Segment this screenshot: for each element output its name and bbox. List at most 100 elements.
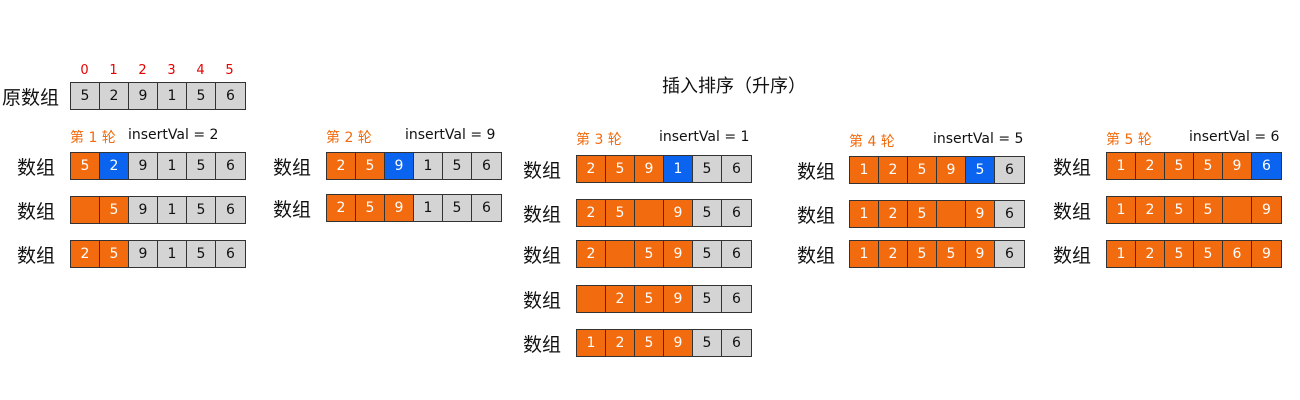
array-row-label: 数组 xyxy=(1053,201,1092,223)
array-cell: 2 xyxy=(606,330,635,356)
array-cell xyxy=(71,197,100,223)
array-cell: 9 xyxy=(664,330,693,356)
array-row-label: 数组 xyxy=(17,201,56,223)
array-row-label: 数组 xyxy=(17,245,56,267)
array-cell: 6 xyxy=(722,200,751,226)
array-cell: 2 xyxy=(879,201,908,227)
array-cell: 1 xyxy=(1107,197,1136,223)
round-label: 第 4 轮 xyxy=(849,134,895,150)
array-cell: 1 xyxy=(158,83,187,109)
array-cell: 5 xyxy=(187,153,216,179)
array-cell: 5 xyxy=(100,197,129,223)
diagram-title: 插入排序（升序） xyxy=(662,76,806,97)
array-cell: 1 xyxy=(1107,153,1136,179)
array-cell: 5 xyxy=(908,241,937,267)
array-cell: 9 xyxy=(385,195,414,221)
array-cell: 5 xyxy=(1194,241,1223,267)
array-cell: 2 xyxy=(879,157,908,183)
array-cell: 1 xyxy=(158,153,187,179)
array-cell: 9 xyxy=(635,156,664,182)
array-row-label: 数组 xyxy=(523,334,562,356)
array-cell: 9 xyxy=(129,241,158,267)
round-label: 第 3 轮 xyxy=(576,132,622,148)
array-cell: 5 xyxy=(71,83,100,109)
array-cell: 9 xyxy=(1252,241,1281,267)
array-cell: 9 xyxy=(966,201,995,227)
array-cell: 6 xyxy=(1223,241,1252,267)
array-cell: 5 xyxy=(443,195,472,221)
array-cell: 6 xyxy=(1252,153,1281,179)
array-cell: 2 xyxy=(606,286,635,312)
array-cell: 5 xyxy=(635,241,664,267)
insert-val-label: insertVal = 6 xyxy=(1189,129,1280,145)
array-cell: 6 xyxy=(722,330,751,356)
array-cell: 6 xyxy=(722,286,751,312)
array-cell: 1 xyxy=(577,330,606,356)
array-cell: 5 xyxy=(606,156,635,182)
array-cell: 1 xyxy=(158,241,187,267)
array-cell: 1 xyxy=(850,201,879,227)
array-cell: 2 xyxy=(577,156,606,182)
array-cell: 5 xyxy=(606,200,635,226)
array-cell xyxy=(606,241,635,267)
array-cell: 6 xyxy=(472,153,501,179)
array-cell: 9 xyxy=(937,157,966,183)
array-cell: 5 xyxy=(187,83,216,109)
array-cell: 2 xyxy=(100,83,129,109)
insert-val-label: insertVal = 9 xyxy=(405,127,496,143)
insert-val-label: insertVal = 1 xyxy=(659,129,750,145)
array-cell: 9 xyxy=(129,153,158,179)
array-row-label: 数组 xyxy=(523,245,562,267)
array-row-label: 数组 xyxy=(523,160,562,182)
array-cell: 5 xyxy=(187,197,216,223)
index-label: 2 xyxy=(138,63,147,78)
array-cell: 1 xyxy=(850,157,879,183)
array-cell: 5 xyxy=(635,330,664,356)
array-cell: 9 xyxy=(966,241,995,267)
index-label: 1 xyxy=(109,63,118,78)
array-cell: 5 xyxy=(356,153,385,179)
array-cell: 2 xyxy=(327,195,356,221)
array-cell xyxy=(937,201,966,227)
array-cell: 6 xyxy=(472,195,501,221)
array-cell: 5 xyxy=(356,195,385,221)
round-label: 第 2 轮 xyxy=(326,130,372,146)
array-row-label: 数组 xyxy=(17,157,56,179)
round-label: 第 1 轮 xyxy=(70,130,116,146)
array-cell: 5 xyxy=(937,241,966,267)
array-cell: 5 xyxy=(693,200,722,226)
array-cell: 2 xyxy=(1136,197,1165,223)
original-array-label: 原数组 xyxy=(2,87,60,109)
array-cell: 5 xyxy=(693,156,722,182)
array-row-label: 数组 xyxy=(797,161,836,183)
array-row-label: 数组 xyxy=(273,157,312,179)
array-cell: 5 xyxy=(635,286,664,312)
insert-val-label: insertVal = 2 xyxy=(128,127,219,143)
array-cell: 2 xyxy=(71,241,100,267)
array-cell: 5 xyxy=(693,330,722,356)
array-cell: 2 xyxy=(879,241,908,267)
array-cell: 2 xyxy=(577,200,606,226)
round-label: 第 5 轮 xyxy=(1106,132,1152,148)
array-cell: 9 xyxy=(129,197,158,223)
array-cell: 5 xyxy=(443,153,472,179)
array-cell: 2 xyxy=(1136,241,1165,267)
array-cell: 6 xyxy=(995,157,1024,183)
array-row-label: 数组 xyxy=(523,290,562,312)
array-cell: 5 xyxy=(71,153,100,179)
array-row-label: 数组 xyxy=(523,204,562,226)
array-cell: 6 xyxy=(995,241,1024,267)
array-cell: 1 xyxy=(158,197,187,223)
